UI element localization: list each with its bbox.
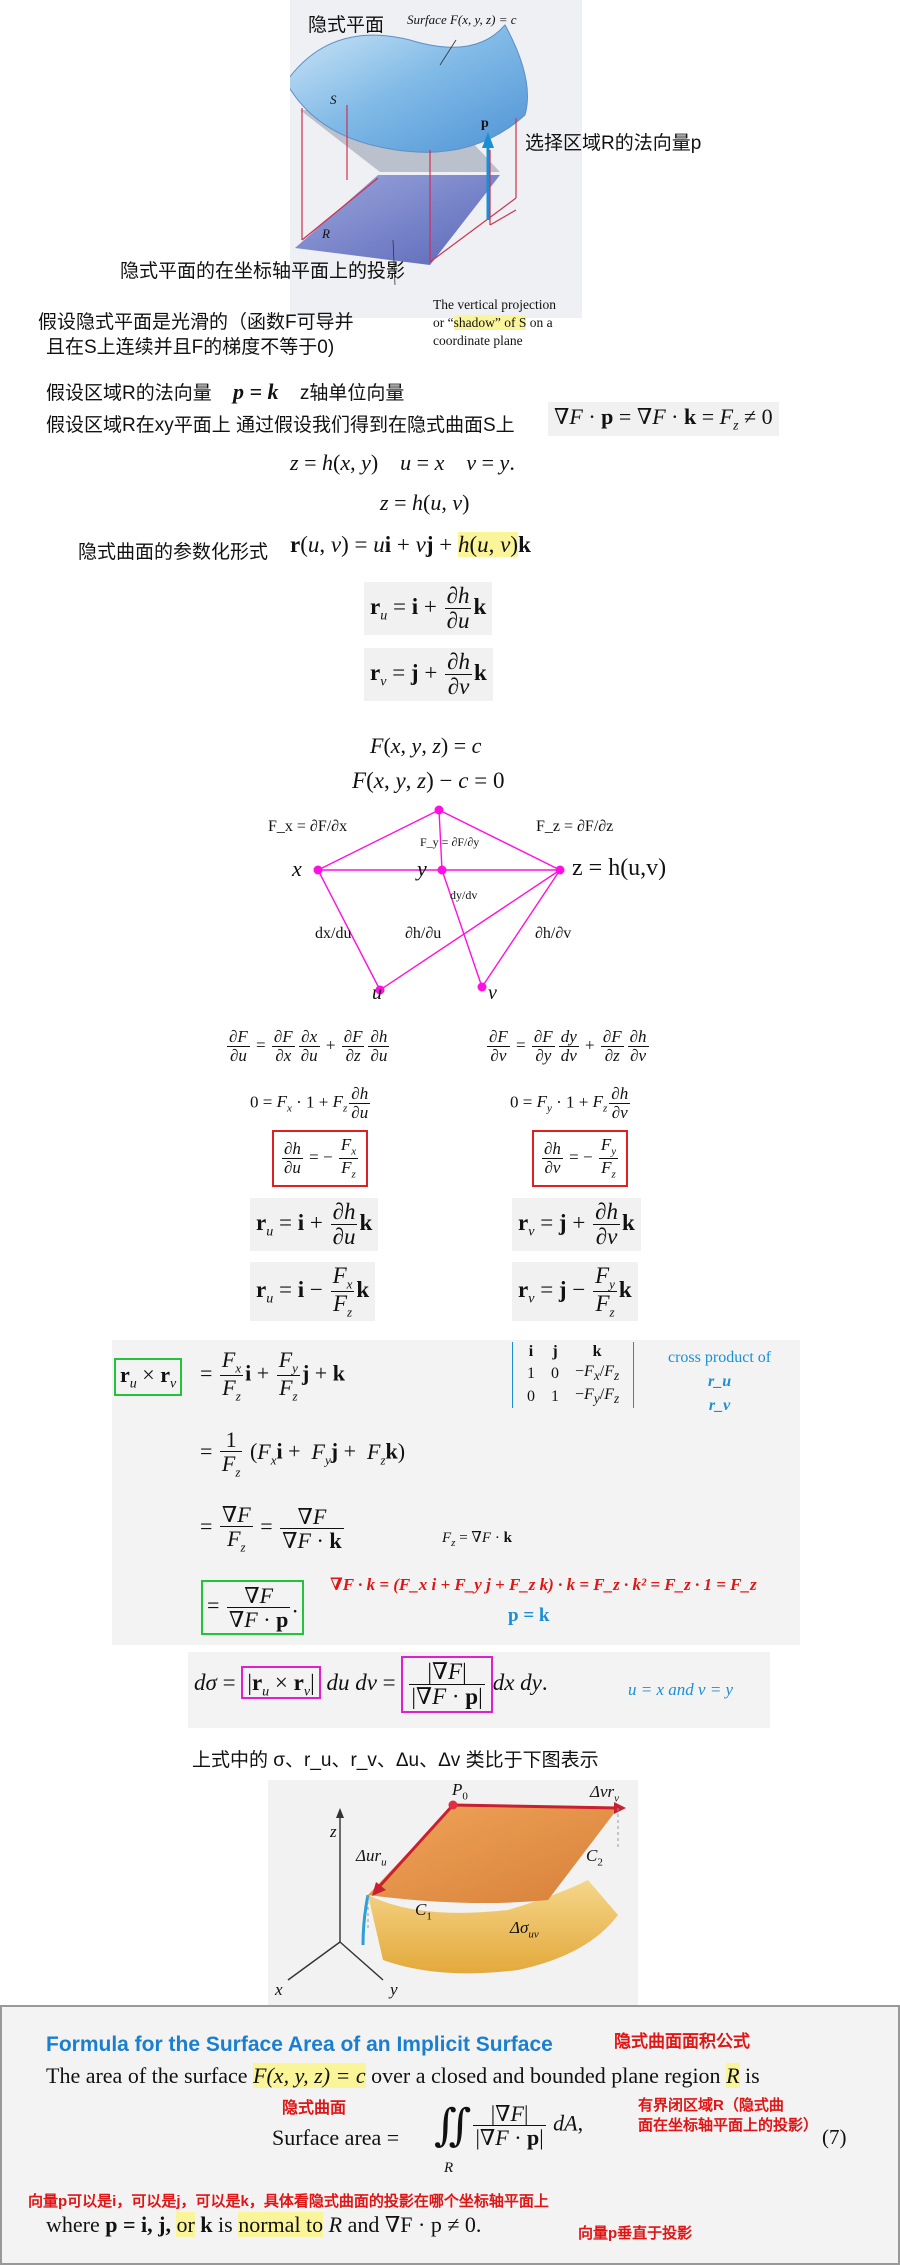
dsigma-eq: dσ = |ru × rv| du dv = |∇F||∇F · p|dx dy…: [194, 1656, 548, 1714]
diagram-node-u: u: [372, 982, 382, 1004]
dF-du-eq: ∂F∂u = ∂F∂x∂x∂u + ∂F∂z∂h∂u: [227, 1027, 390, 1065]
formula-line1: The area of the surface F(x, y, z) = c o…: [46, 2063, 760, 2088]
h-eq: z = h(x, y) u = x v = y.: [290, 450, 515, 475]
label-du-ru: Δuru: [356, 1846, 387, 1869]
diagram-fz: F_z = ∂F/∂z: [536, 818, 614, 835]
axis-y: y: [390, 1980, 398, 1999]
note-perpendicular: 向量p垂直于投影: [578, 2225, 693, 2242]
formula-heading-note: 隐式曲面面积公式: [614, 2032, 750, 2051]
diagram-dy-dv: dy/dv: [450, 888, 478, 902]
label-C2: C2: [586, 1846, 603, 1869]
ru-cross-rv: ru × rv: [114, 1358, 183, 1397]
param-form-label: 隐式曲面的参数化形式: [78, 542, 269, 563]
zero-v-eq: 0 = Fy · 1 + Fz∂h∂v: [510, 1084, 631, 1122]
diagram-dh-du: ∂h/∂u: [405, 925, 442, 942]
top-figure: [285, 0, 582, 318]
dsigma-panel: [188, 1652, 770, 1728]
axis-x: x: [275, 1980, 283, 1999]
note-p-vector: 向量p可以是i，可以是j，可以是k，具体看隐式曲面的投影在哪个坐标轴平面上: [28, 2193, 549, 2210]
caption-line1: The vertical projection: [433, 297, 556, 312]
diagram-node-x: x: [292, 856, 302, 881]
formula-heading: Formula for the Surface Area of an Impli…: [46, 2033, 553, 2056]
fz-def: Fz = ∇F · k: [442, 1530, 512, 1549]
p-eq-k: p = k: [508, 1605, 550, 1626]
label-surface-eq: Surface F(x, y, z) = c: [407, 12, 517, 27]
plane-assumption: 假设区域R在xy平面上 通过假设我们得到在隐式曲面S上: [46, 415, 515, 436]
label-P0: P0: [452, 1780, 468, 1803]
label-dv-rv: Δvrv: [590, 1782, 620, 1805]
diagram-dx-du: dx/du: [315, 925, 352, 942]
label-C1: C1: [415, 1900, 432, 1923]
F-eq-c: F(x, y, z) = c: [370, 733, 482, 758]
param-eq: r(u, v) = ui + vj + h(u, v)k: [290, 532, 531, 557]
bottom-figure: [268, 1780, 638, 2005]
diagram-dh-dv: ∂h/∂v: [535, 925, 572, 942]
label-projection: 隐式平面的在坐标轴平面上的投影: [120, 261, 406, 282]
diagram-node-z: z = h(u,v): [572, 855, 667, 881]
chain-rule-diagram: [313, 805, 565, 995]
surface-illustration: [285, 24, 528, 286]
diagram-node-y: y: [417, 856, 427, 881]
patch-illustration: [287, 1800, 626, 1981]
label-S: S: [330, 92, 337, 107]
h-uv-eq: z = h(u, v): [380, 490, 470, 515]
F-minus-c: F(x, y, z) − c = 0: [352, 768, 505, 793]
area-integral: ∬|∇F||∇F · p| dA,: [434, 2100, 584, 2150]
cross-product-label: cross product of r_u r_v: [668, 1349, 772, 1414]
red-derivation: ∇F · k = (F_x i + F_y j + F_z k) · k = F…: [330, 1575, 757, 1594]
axis-z: z: [330, 1822, 337, 1841]
diagram-fy: F_y = ∂F/∂y: [420, 835, 480, 849]
label-R: R: [322, 226, 330, 241]
diagram-fx: F_x = ∂F/∂x: [268, 818, 348, 835]
grad-dot-eq: ∇F · p = ∇F · k = Fz ≠ 0: [548, 402, 779, 437]
normal-assumption: 假设区域R的法向量 p = k z轴单位向量: [46, 379, 405, 404]
label-p: p: [481, 116, 489, 131]
uv-note: u = x and v = y: [628, 1680, 734, 1699]
caption-line3: coordinate plane: [433, 333, 523, 348]
label-dsigma: Δσuv: [510, 1918, 539, 1941]
analogy-text: 上式中的 σ、r_u、r_v、Δu、Δv 类比于下图表示: [192, 1750, 599, 1771]
note-region: 有界闭区域R（隐式曲 面在坐标轴平面上的投影）: [638, 2097, 819, 2134]
caption-line2: or “shadow” of S on a: [433, 315, 553, 330]
cross-result: = ∇F∇F · p.: [201, 1580, 304, 1636]
normal-eq: p = k: [233, 379, 279, 404]
eq-number: (7): [822, 2125, 847, 2149]
cross-product-panel: [112, 1340, 800, 1645]
where-line: where p = i, j, or k is normal to R and …: [46, 2212, 482, 2237]
label-implicit-surface: 隐式平面: [308, 15, 385, 36]
area-label: Surface area =: [272, 2125, 400, 2150]
projection-caption: The vertical projection or “shadow” of S…: [433, 296, 556, 350]
integral-region-R: R: [444, 2160, 454, 2176]
label-normal-region: 选择区域R的法向量p: [525, 133, 702, 154]
diagram-node-v: v: [488, 982, 497, 1004]
smooth-assumption: 假设隐式平面是光滑的（函数F可导并 且在S上连续并且F的梯度不等于0): [38, 312, 354, 358]
note-implicit-surface: 隐式曲面: [282, 2100, 347, 2117]
zero-u-eq: 0 = Fx · 1 + Fz∂h∂u: [250, 1084, 371, 1122]
formula-box: [0, 2005, 900, 2265]
